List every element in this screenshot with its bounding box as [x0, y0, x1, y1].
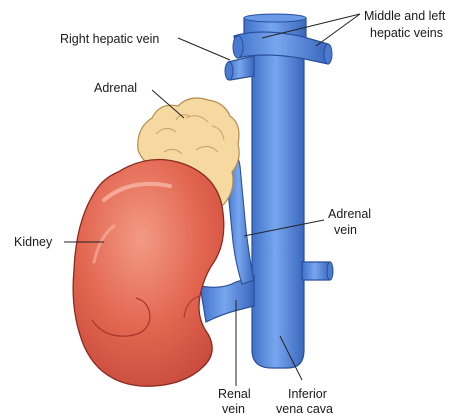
- label-adrenal: Adrenal: [94, 81, 137, 95]
- label-renal-vein-1: Renal: [218, 387, 251, 401]
- label-adrenal-vein-1: Adrenal: [328, 207, 371, 221]
- label-right-hepatic-vein: Right hepatic vein: [60, 32, 159, 46]
- label-ivc-2: vena cava: [276, 402, 333, 416]
- label-renal-vein-2: vein: [222, 402, 245, 416]
- label-middle-left-hepatic-1: Middle and left: [364, 9, 446, 23]
- leader-middle-left-2: [316, 14, 360, 46]
- leader-right-hepatic-vein: [178, 38, 230, 60]
- label-adrenal-vein-2: vein: [334, 223, 357, 237]
- label-middle-left-hepatic-2: hepatic veins: [370, 26, 443, 40]
- label-ivc-1: Inferior: [288, 387, 327, 401]
- label-kidney: Kidney: [14, 235, 53, 249]
- inferior-vena-cava: [252, 52, 333, 368]
- kidney: [73, 160, 224, 387]
